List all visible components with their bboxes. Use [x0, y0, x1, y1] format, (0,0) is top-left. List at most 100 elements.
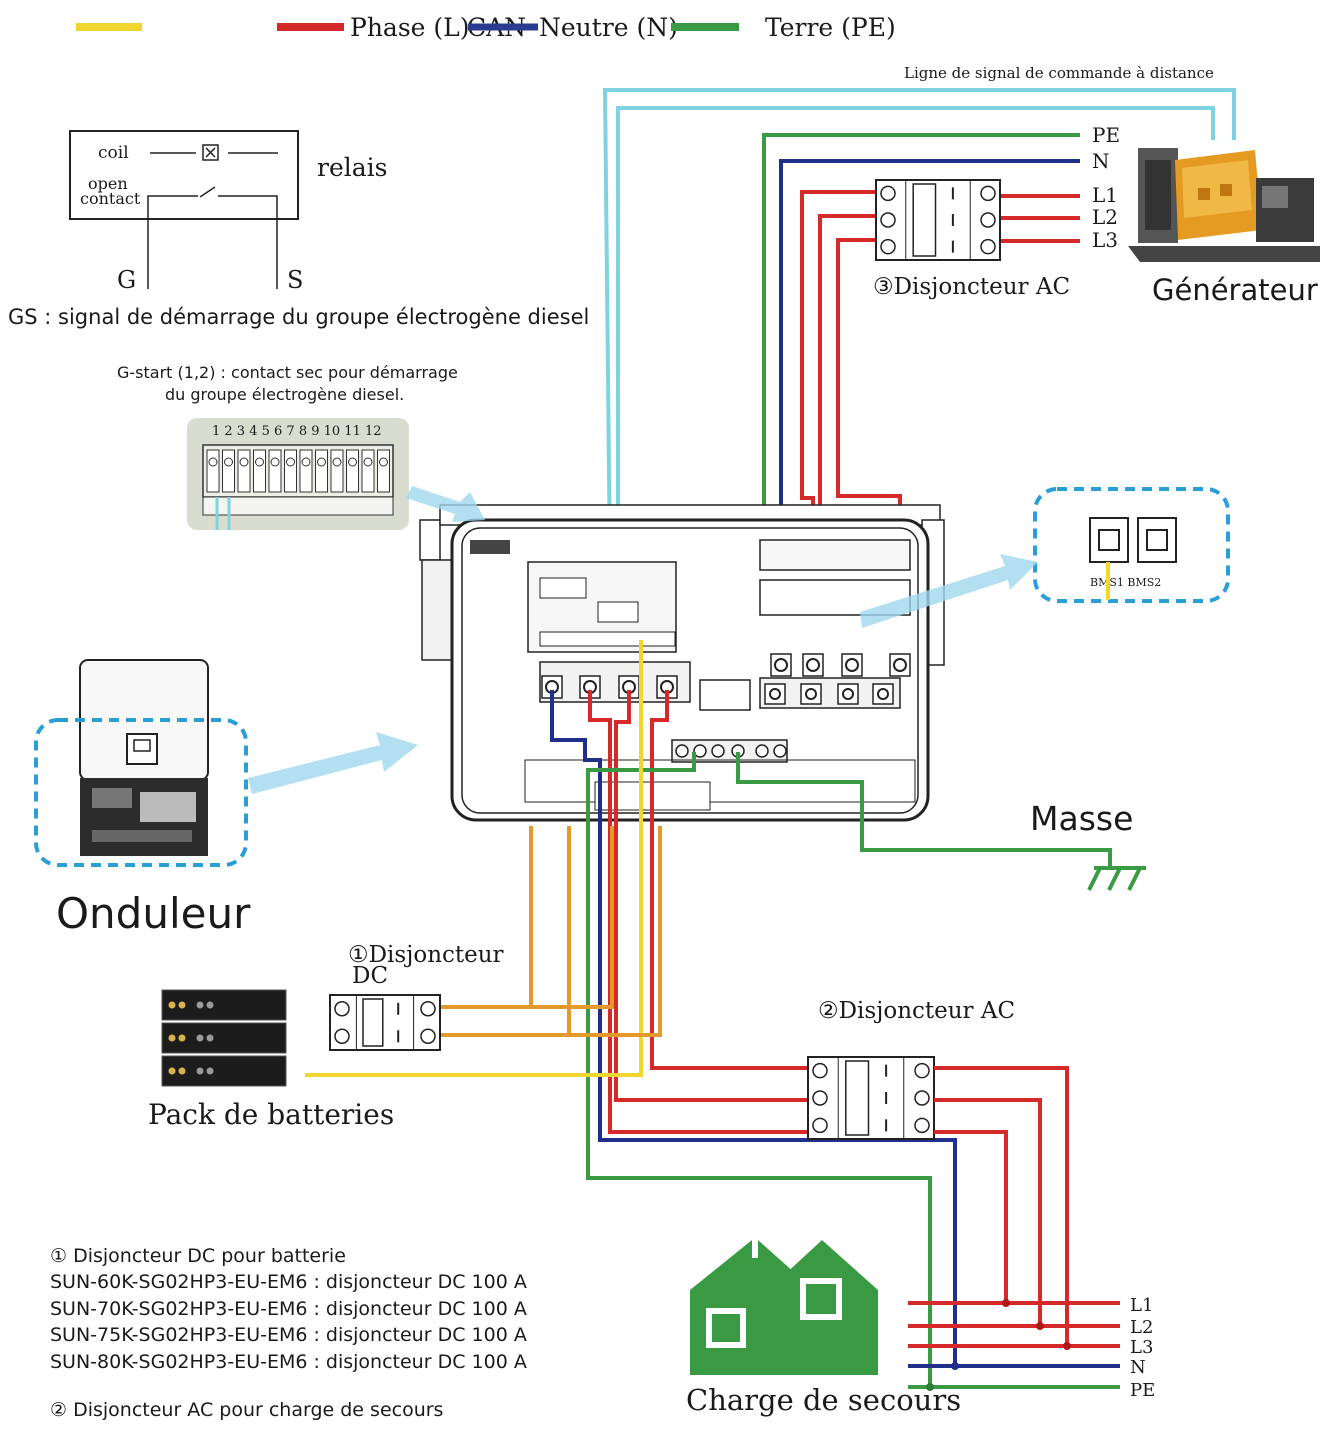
inverter-icon	[34, 659, 248, 867]
load-title: Charge de secours	[686, 1383, 961, 1417]
battery-led	[178, 1034, 186, 1042]
inv-load-l2	[614, 690, 808, 1102]
legend: Phase (L) CAN Neutre (N) Terre (PE)	[76, 13, 896, 42]
gen-line-l2: L2	[1092, 205, 1118, 229]
ground-terminal	[693, 744, 707, 758]
load-l2-wire	[934, 1098, 1042, 1326]
breaker-terminal	[880, 212, 896, 228]
relay-contact-line2: contact	[80, 189, 141, 208]
inv-load-pe	[586, 752, 932, 1388]
generator-icon	[1128, 148, 1320, 262]
gen-line-l1: L1	[1092, 183, 1118, 207]
load-line-l3: L3	[1130, 1337, 1153, 1358]
dc-wire-2	[438, 826, 662, 1037]
battery-pack-icon	[161, 989, 287, 1087]
ac-terminal	[872, 683, 894, 705]
legend-label-neutral: Neutre (N)	[539, 13, 678, 42]
dc-breaker-label-line1: ①Disjoncteur	[348, 942, 504, 968]
bms1-port-icon	[1089, 517, 1129, 563]
battery-led	[206, 1034, 214, 1042]
arrow-inverter	[248, 732, 418, 794]
gstart-pin-numbers: 1 2 3 4 5 6 7 8 9 10 11 12	[212, 424, 382, 439]
load-line-pe: PE	[1130, 1380, 1155, 1401]
terminal-screw	[299, 449, 313, 493]
breaker-terminal	[812, 1117, 828, 1134]
relay-box	[69, 130, 299, 220]
terminal-screw	[315, 449, 328, 493]
breaker-terminal	[980, 212, 996, 228]
inverter-title: Onduleur	[56, 889, 251, 938]
battery-led	[196, 1034, 204, 1042]
dc-wire-1	[438, 826, 614, 1009]
load-line-l2: L2	[1130, 1317, 1153, 1338]
gen-line-n: N	[1092, 149, 1110, 173]
arrow-gstart	[406, 486, 485, 522]
breaker-toggle	[362, 998, 384, 1047]
house-icon	[690, 1240, 878, 1375]
breaker-toggle	[845, 1060, 870, 1136]
remote-signal-label: Ligne de signal de commande à distance	[904, 64, 1214, 82]
terminal-screw	[361, 449, 375, 493]
breaker-terminal	[914, 1090, 930, 1106]
breaker-terminal	[980, 238, 996, 255]
breaker-toggle	[912, 183, 937, 257]
ac-terminal	[764, 683, 786, 705]
terminal-screw	[237, 449, 251, 493]
breaker-terminal	[334, 1028, 350, 1044]
inv-signal-wire	[305, 640, 643, 1077]
battery-led	[168, 1001, 176, 1009]
ac-terminal	[837, 683, 859, 705]
battery-led	[196, 1001, 204, 1009]
generator-line-labels: PE N L1 L2 L3	[1092, 123, 1120, 252]
breaker-terminal	[334, 1001, 350, 1017]
relay-contact-line1: open	[88, 174, 128, 193]
ac-terminal	[841, 653, 863, 677]
terminal-screw	[268, 449, 282, 493]
note-line: ① Disjoncteur DC pour batterie	[50, 1245, 346, 1267]
note-line: SUN-60K-SG02HP3-EU-EM6 : disjoncteur DC …	[50, 1271, 527, 1294]
gstart-terminal: G-start (1,2) : contact sec pour démarra…	[117, 363, 458, 530]
terminal-screw	[284, 449, 297, 493]
bms2-port-icon	[1137, 517, 1177, 563]
dc-breaker-label-line2: DC	[352, 963, 388, 989]
inverter-wiring-box	[419, 504, 945, 822]
inv-load-l3	[650, 690, 808, 1070]
ground-symbol-icon	[1087, 866, 1146, 891]
legend-label-earth: Terre (PE)	[765, 13, 896, 42]
gstart-caption-line1: G-start (1,2) : contact sec pour démarra…	[117, 363, 458, 382]
terminal-screw	[222, 449, 235, 493]
note-line: ② Disjoncteur AC pour charge de secours	[50, 1399, 444, 1422]
gstart-caption-line2: du groupe électrogène diesel.	[165, 385, 404, 404]
terminal-screw	[253, 449, 266, 493]
note-line: SUN-80K-SG02HP3-EU-EM6 : disjoncteur DC …	[50, 1350, 527, 1373]
bms-label: BMS1 BMS2	[1090, 576, 1161, 589]
gen-n-wire	[779, 159, 1080, 660]
generator-title: Générateur	[1152, 273, 1318, 307]
relay-switch-icon	[199, 186, 216, 198]
load-line-l1: L1	[1130, 1295, 1153, 1316]
ac-terminal	[802, 653, 824, 677]
battery-led	[168, 1034, 176, 1042]
terminal-screw	[330, 449, 344, 493]
ac-breaker-3	[875, 179, 1001, 261]
battery-led	[168, 1067, 176, 1075]
breaker-terminal	[980, 185, 996, 202]
battery-title: Pack de batteries	[148, 1098, 394, 1131]
ground-terminal	[675, 744, 689, 758]
ac-terminal	[800, 683, 822, 705]
load-l1-wire	[934, 1066, 1069, 1346]
relay-coil-icon	[202, 144, 219, 161]
ground-title: Masse	[1030, 799, 1133, 838]
gen-line-pe: PE	[1092, 123, 1120, 147]
breaker-terminal	[812, 1090, 828, 1106]
breaker-terminal	[914, 1062, 930, 1079]
ac-terminal	[889, 653, 911, 677]
relay-coil-label: coil	[98, 143, 129, 163]
ground-terminal	[773, 744, 787, 758]
gen-line-l3: L3	[1092, 228, 1118, 252]
inv-masse-wire	[736, 752, 1112, 868]
load-l3-wire	[934, 1130, 1008, 1303]
ac-breaker-3-label: ③Disjoncteur AC	[873, 274, 1070, 300]
breaker-terminal	[812, 1062, 828, 1079]
